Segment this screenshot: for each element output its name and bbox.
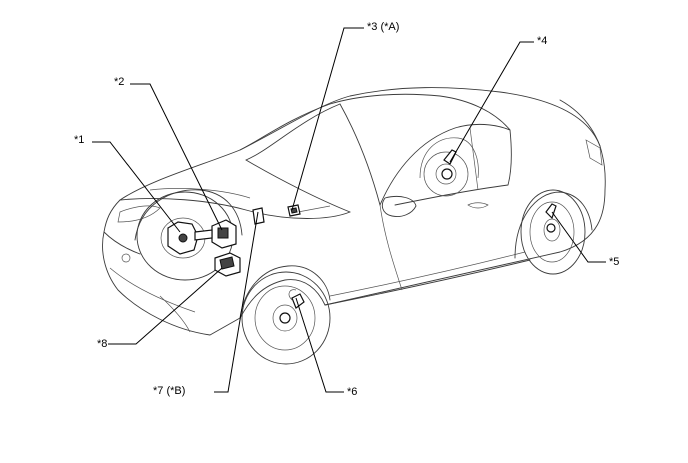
callout-label-2: *2: [114, 76, 125, 88]
callout-label-6: *6: [347, 386, 358, 398]
callout-label-8: *8: [97, 338, 108, 350]
callout-label-1: *1: [74, 134, 85, 146]
car-body: [102, 87, 606, 336]
callout-label-5: *5: [609, 256, 620, 268]
abs-actuator: [214, 252, 241, 277]
front-left-speed-sensor: [288, 289, 305, 309]
front-right-wheel: [136, 191, 234, 281]
rear-left-speed-sensor: [545, 203, 557, 233]
rear-left-wheel: [520, 189, 586, 275]
callout-label-3: *3 (*A): [367, 21, 400, 33]
front-left-wheel: [241, 271, 331, 365]
callout-label-4: *4: [537, 35, 548, 47]
brake-master-cylinder: [194, 219, 237, 249]
yaw-rate-sensor: [287, 204, 301, 217]
leader-lines: [92, 27, 606, 393]
relay-unit: [252, 207, 265, 225]
callout-label-7: *7 (*B): [153, 385, 186, 397]
rear-right-wheel: [423, 151, 469, 197]
